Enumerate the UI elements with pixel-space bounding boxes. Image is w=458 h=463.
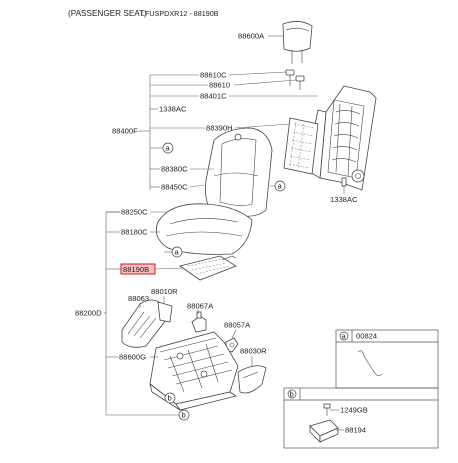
ref-b-label-2: b	[182, 411, 186, 420]
label-88600A: 88600A	[238, 32, 265, 41]
seat-cushion	[155, 203, 253, 255]
ref-a-label-2: a	[278, 182, 283, 191]
inset-a-ref: a	[342, 332, 347, 341]
label-88030R: 88030R	[240, 347, 267, 356]
label-88600G: 88600G	[119, 353, 146, 362]
inset-b-part2: 88194	[345, 426, 366, 435]
label-1338AC-top: 1338AC	[159, 105, 187, 114]
inset-b-part1: 1249GB	[340, 406, 368, 415]
ref-b-label-1: b	[168, 394, 172, 403]
label-1338AC-right: 1338AC	[330, 195, 358, 204]
label-88010R: 88010R	[151, 287, 178, 296]
ref-a-label-1: a	[166, 144, 171, 153]
inset-b-box: b 1249GB 88194	[283, 387, 439, 449]
label-88610C: 88610C	[200, 71, 227, 80]
headrest	[282, 21, 313, 64]
ref-a-circle-1	[162, 142, 174, 154]
side-cover-88030R	[237, 365, 267, 394]
label-88180C: 88180C	[121, 228, 148, 237]
label-88610: 88610	[209, 81, 230, 90]
inset-a-part: 00824	[356, 332, 377, 341]
bracket-88067A	[191, 311, 207, 333]
label-88063: 88063	[128, 294, 149, 303]
bolt-1249GB	[323, 403, 331, 416]
label-88401C: 88401C	[200, 92, 227, 101]
label-88067A: 88067A	[187, 302, 214, 311]
label-88380C: 88380C	[161, 165, 188, 174]
ref-a-circle-3	[171, 246, 183, 258]
label-88400F: 88400F	[112, 127, 138, 136]
label-88200D: 88200D	[75, 309, 102, 318]
ref-a-circle-2	[274, 180, 286, 192]
side-cover-88063	[121, 299, 173, 348]
ref-a-label-3: a	[175, 248, 180, 257]
seatback-heater-pad	[283, 117, 319, 175]
label-88390H: 88390H	[206, 124, 233, 133]
headrest-guides	[285, 69, 305, 90]
inset-b-ref: b	[290, 390, 294, 399]
seat-track	[149, 331, 239, 411]
label-88190B: 88190B	[123, 265, 149, 274]
seat-heater-pad	[179, 255, 237, 281]
ref-b-circle-1	[164, 392, 176, 404]
label-88250C: 88250C	[121, 208, 148, 217]
wire-clip-00824	[357, 350, 383, 376]
inset-a-box: a 00824	[335, 329, 439, 389]
label-88450C: 88450C	[161, 183, 188, 192]
diagram-code: LFUSPDXR12 - 88190B	[141, 9, 219, 18]
ref-b-circle-2	[178, 409, 190, 421]
label-88057A: 88057A	[224, 321, 251, 330]
seatback-cover	[205, 127, 273, 217]
diagram-title: (PASSENGER SEAT)	[68, 9, 147, 18]
module-88194	[309, 419, 339, 443]
